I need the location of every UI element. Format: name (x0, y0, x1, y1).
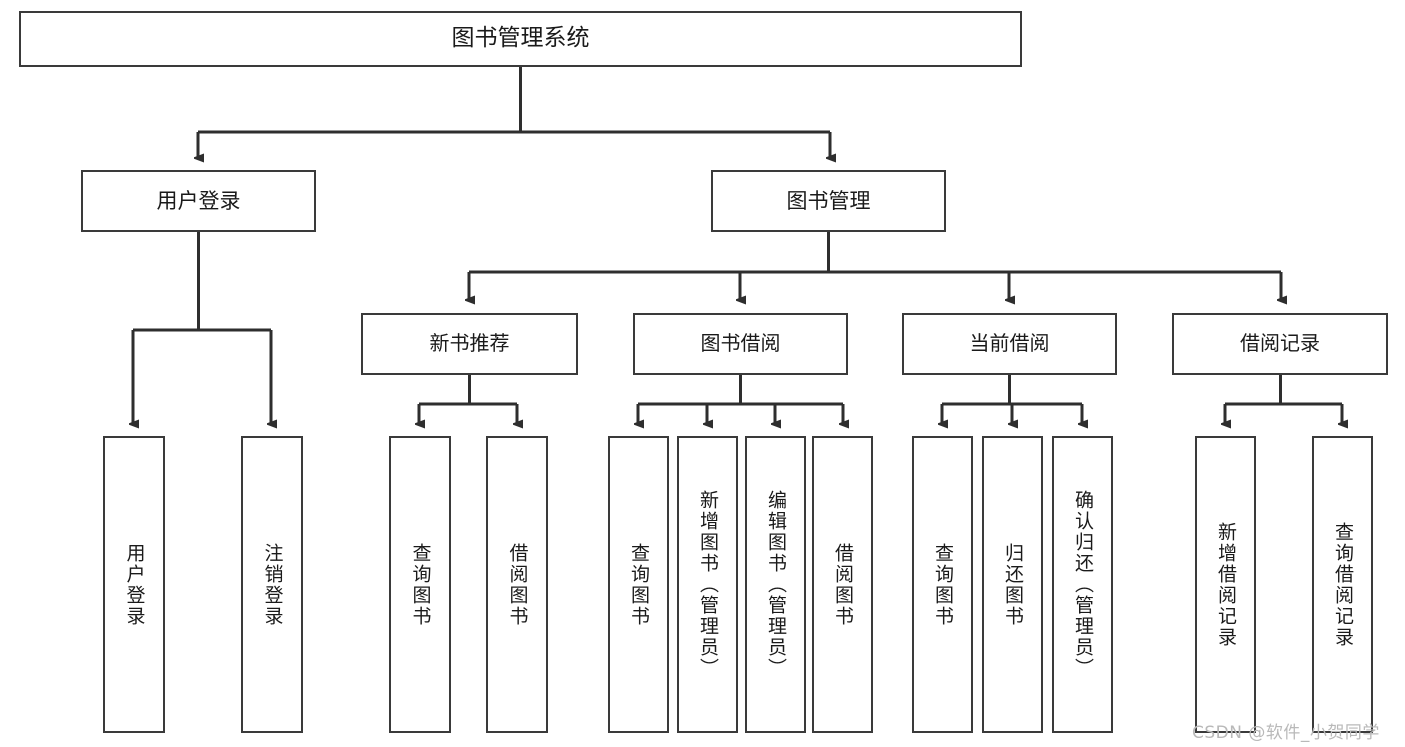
node-borrow-record-label: 借阅记录 (1240, 331, 1320, 356)
node-new-book-recommend[interactable]: 新书推荐 (361, 313, 578, 375)
node-leaf-return-book-label: 归还图书 (1002, 542, 1024, 627)
node-leaf-add-record-label: 新增借阅记录 (1215, 521, 1237, 648)
node-leaf-query-book-1-label: 查询图书 (409, 542, 432, 627)
node-leaf-logout-login[interactable]: 注销登录 (241, 436, 303, 733)
node-current-borrow[interactable]: 当前借阅 (902, 313, 1117, 375)
node-leaf-borrow-book-2-label: 借阅图书 (832, 542, 854, 627)
node-root-label: 图书管理系统 (451, 25, 590, 52)
node-leaf-confirm-return-label: 确认归还（管理员） (1072, 490, 1094, 679)
node-leaf-query-book-1[interactable]: 查询图书 (389, 436, 451, 733)
node-new-book-recommend-label: 新书推荐 (429, 331, 510, 356)
node-leaf-add-book[interactable]: 新增图书（管理员） (677, 436, 738, 733)
node-leaf-borrow-book-1[interactable]: 借阅图书 (486, 436, 548, 733)
node-leaf-borrow-book-1-label: 借阅图书 (506, 542, 529, 627)
node-leaf-add-book-label: 新增图书（管理员） (697, 490, 719, 679)
node-leaf-user-login[interactable]: 用户登录 (103, 436, 165, 733)
node-leaf-query-book-3[interactable]: 查询图书 (912, 436, 973, 733)
node-leaf-query-book-2-label: 查询图书 (628, 542, 650, 627)
node-leaf-user-login-label: 用户登录 (123, 542, 146, 627)
node-leaf-query-book-2[interactable]: 查询图书 (608, 436, 669, 733)
node-root[interactable]: 图书管理系统 (19, 11, 1022, 67)
node-book-management-label: 图书管理 (786, 188, 871, 213)
node-leaf-add-record[interactable]: 新增借阅记录 (1195, 436, 1256, 733)
node-current-borrow-label: 当前借阅 (969, 331, 1050, 356)
node-leaf-query-book-3-label: 查询图书 (932, 542, 954, 627)
node-leaf-query-record[interactable]: 查询借阅记录 (1312, 436, 1373, 733)
node-leaf-edit-book-label: 编辑图书（管理员） (765, 490, 787, 679)
node-borrow-record[interactable]: 借阅记录 (1172, 313, 1388, 375)
node-user-login[interactable]: 用户登录 (81, 170, 316, 232)
node-user-login-label: 用户登录 (156, 188, 241, 213)
node-book-borrow-label: 图书借阅 (700, 331, 781, 356)
watermark: CSDN @软件_小贺同学 (1192, 723, 1380, 743)
node-leaf-borrow-book-2[interactable]: 借阅图书 (812, 436, 873, 733)
node-leaf-edit-book[interactable]: 编辑图书（管理员） (745, 436, 806, 733)
node-leaf-confirm-return[interactable]: 确认归还（管理员） (1052, 436, 1113, 733)
node-leaf-logout-login-label: 注销登录 (261, 542, 284, 627)
node-leaf-return-book[interactable]: 归还图书 (982, 436, 1043, 733)
node-book-management[interactable]: 图书管理 (711, 170, 946, 232)
node-book-borrow[interactable]: 图书借阅 (633, 313, 848, 375)
node-leaf-query-record-label: 查询借阅记录 (1332, 521, 1354, 648)
